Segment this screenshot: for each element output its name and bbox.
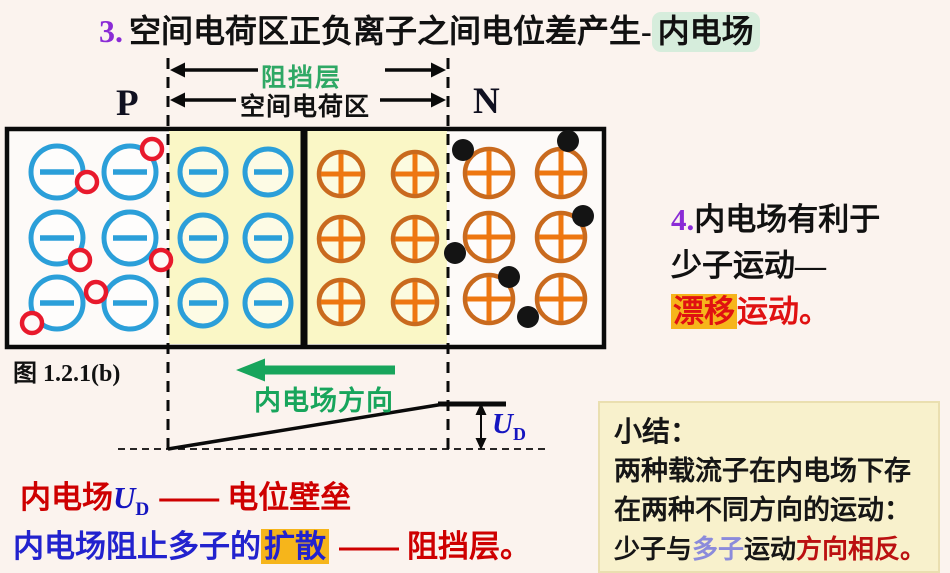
internal-field-arrow xyxy=(236,358,395,382)
slide-title: 3.空间电荷区正负离子之间电位差产生-内电场 xyxy=(99,6,760,52)
note4-block: 4.内电场有利于 少子运动— 漂移运动。 xyxy=(671,202,881,329)
electron xyxy=(498,266,520,288)
title-highlight: 内电场 xyxy=(651,12,760,52)
note4-number: 4. xyxy=(671,202,695,237)
ud-measure-arrow xyxy=(475,403,487,450)
summary-last-line: 少子与多子运动方向相反。 xyxy=(614,534,927,564)
electron xyxy=(557,130,579,152)
title-main: 空间电荷区正负离子之间电位差产生- xyxy=(129,13,652,49)
drift-highlight: 漂移 xyxy=(671,294,737,329)
space-charge-extent-arrows xyxy=(170,92,446,108)
figure-caption: 图 1.2.1(b) xyxy=(13,361,121,387)
ions-layer xyxy=(19,130,594,336)
barrier-extent-arrows xyxy=(170,62,446,78)
conclusion-blocking-layer: 内电场阻止多子的扩散——阻挡层。 xyxy=(13,529,531,564)
summary-heading: 小结： xyxy=(614,416,699,447)
hole xyxy=(67,247,93,273)
diffusion-highlight: 扩散 xyxy=(261,529,329,564)
hole xyxy=(148,247,174,273)
hole xyxy=(19,310,45,336)
electron xyxy=(452,139,474,161)
potential-ramp xyxy=(167,402,445,451)
hole xyxy=(74,169,100,195)
summary-box: 小结： 两种载流子在内电场下存 在两种不同方向的运动： 少子与多子运动方向相反。 xyxy=(598,401,940,573)
n-region-label: N xyxy=(473,81,500,122)
hole xyxy=(83,279,109,305)
hole xyxy=(139,136,165,162)
p-region-label: P xyxy=(116,83,139,124)
conclusion-barrier-potential: 内电场UD——电位壁垒 xyxy=(20,480,352,521)
electron xyxy=(572,205,594,227)
ud-plot-label: UD xyxy=(492,408,526,444)
title-number: 3. xyxy=(99,13,123,49)
potential-curve xyxy=(118,401,545,451)
electron xyxy=(444,242,466,264)
space-charge-label: 空间电荷区 xyxy=(240,94,371,121)
ud-inline-label: UD xyxy=(113,480,150,521)
electron xyxy=(517,306,539,328)
barrier-layer-label: 阻挡层 xyxy=(261,65,343,92)
field-direction-label: 内电场方向 xyxy=(254,386,394,416)
